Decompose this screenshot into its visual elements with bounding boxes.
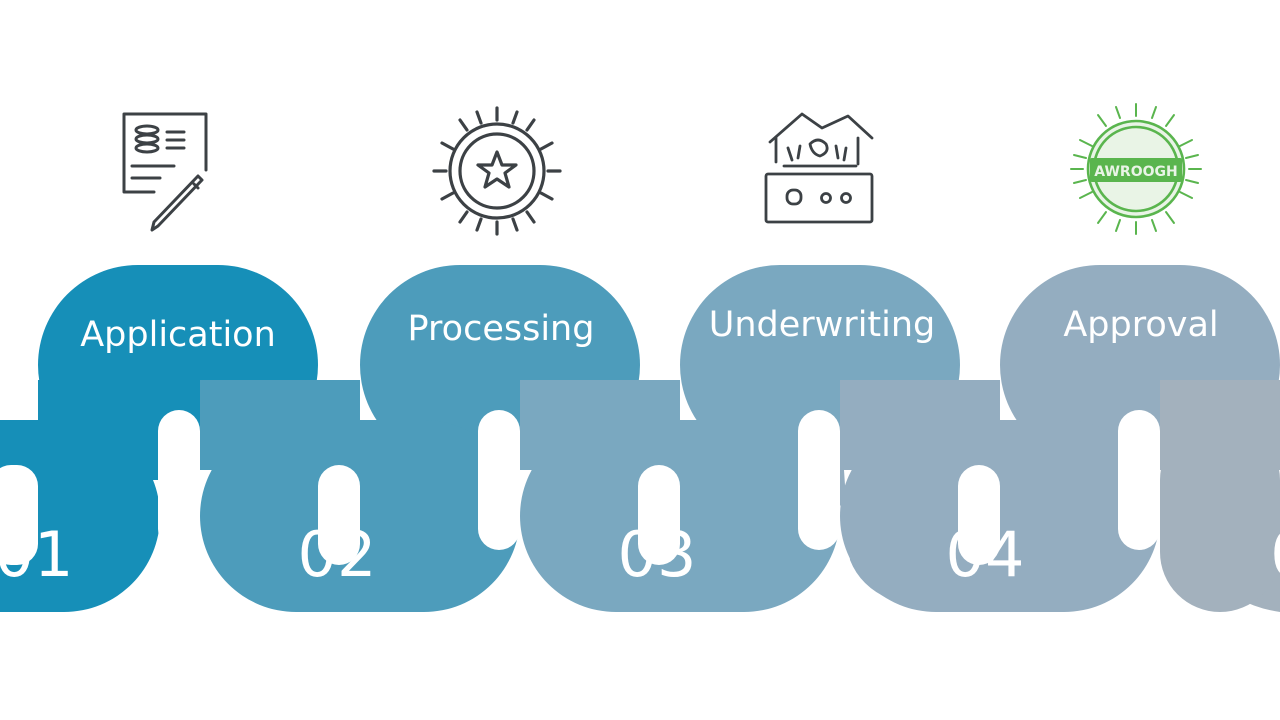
ribbon-notch-top-4 <box>1118 410 1160 550</box>
step-number-01: 01 <box>0 518 74 591</box>
ribbon-notch-top-3 <box>798 410 840 550</box>
step-number-02: 02 <box>297 518 377 591</box>
approval-seal-text: AWROOGH <box>1094 164 1177 180</box>
step-label-approval: Approval <box>1063 305 1219 345</box>
ribbon-notch-bottom-2 <box>638 465 680 565</box>
step-number-05-partial: 0 <box>1270 524 1280 586</box>
step-label-underwriting: Underwriting <box>708 305 936 345</box>
ribbon-notch-top-2 <box>478 410 520 550</box>
ribbon-notch-bottom-1 <box>318 465 360 565</box>
ribbon-joint-4b <box>958 380 1000 420</box>
gear-star-icon <box>432 106 562 236</box>
ribbon-notch-top-1 <box>158 410 200 550</box>
step-label-processing: Processing <box>407 309 595 349</box>
application-form-pencil-icon <box>122 112 208 232</box>
step-number-03: 03 <box>617 518 697 591</box>
ribbon-joint-3b <box>638 380 680 420</box>
approval-seal-icon: AWROOGH <box>1070 103 1202 235</box>
ribbon-notch-bottom-3 <box>958 465 1000 565</box>
house-document-icon <box>764 112 874 224</box>
ribbon-notch-bottom-0 <box>0 465 38 565</box>
step-number-04: 04 <box>945 518 1025 591</box>
ribbon-joint-5 <box>1160 380 1280 470</box>
ribbon-joint-2b <box>318 380 360 420</box>
step-label-application: Application <box>80 315 276 355</box>
ribbon-segment-1-joint <box>38 380 158 480</box>
